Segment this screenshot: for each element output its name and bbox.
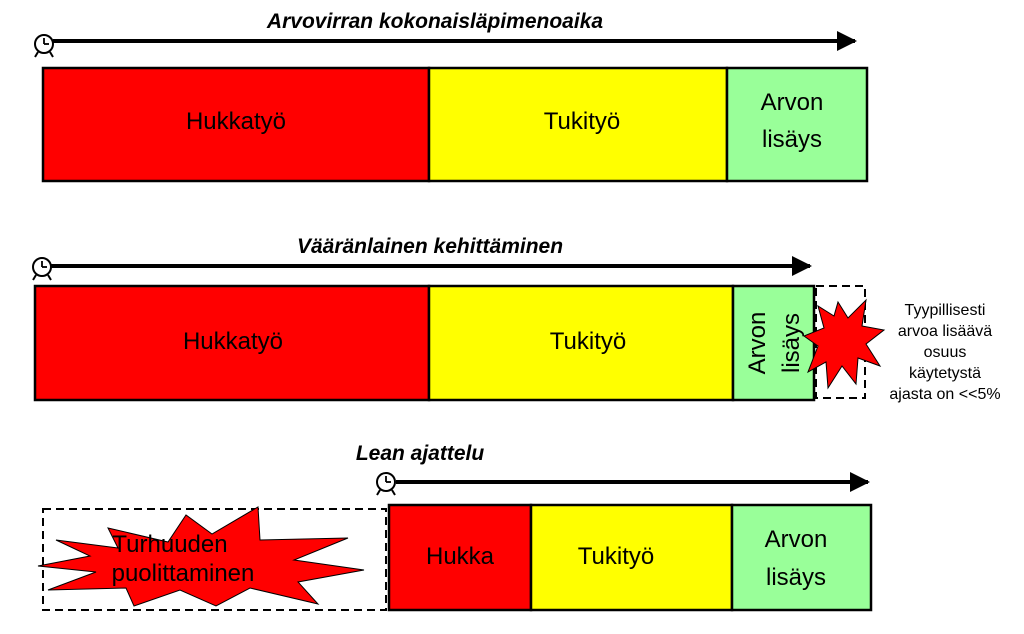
support-label: Tukityö bbox=[544, 108, 620, 135]
removed-waste-label-line-2: puolittaminen bbox=[112, 560, 255, 587]
note-line: käytetystä bbox=[909, 365, 981, 382]
row-total-lead-time: Arvovirran kokonaisläpimenoaika Hukkatyö… bbox=[34, 10, 869, 183]
row-lean-thinking: Lean ajattelu Turhuuden puolittaminen Hu… bbox=[37, 442, 873, 612]
support-label: Tukityö bbox=[550, 328, 626, 355]
row-title: Arvovirran kokonaisläpimenoaika bbox=[266, 10, 603, 33]
note-line: ajasta on <<5% bbox=[889, 386, 1000, 403]
explosion-burst-icon bbox=[37, 506, 365, 607]
clock-icon bbox=[34, 34, 54, 58]
waste-segment bbox=[41, 66, 431, 183]
value-segment bbox=[730, 503, 873, 612]
waste-segment bbox=[33, 284, 431, 402]
waste-label: Hukka bbox=[426, 543, 495, 570]
waste-label: Hukkatyö bbox=[183, 328, 283, 355]
value-label-line-2: lisäys bbox=[762, 126, 822, 153]
note-line: arvoa lisäävä bbox=[898, 323, 992, 340]
clock-icon bbox=[376, 472, 396, 496]
removed-waste-label-line-1: Turhuuden bbox=[112, 531, 227, 558]
value-segment bbox=[731, 284, 816, 402]
value-segment bbox=[725, 66, 869, 183]
row-title: Lean ajattelu bbox=[356, 442, 485, 465]
value-label-line-1: Arvon bbox=[765, 526, 828, 553]
support-label: Tukityö bbox=[578, 543, 654, 570]
note-line: Tyypillisesti bbox=[905, 302, 986, 319]
value-label-line-1: Arvon bbox=[744, 312, 771, 375]
row-wrong-development: Vääränlainen kehittäminen Hukkatyö Tukit… bbox=[32, 235, 1001, 403]
value-label-line-2: lisäys bbox=[778, 313, 805, 373]
percentage-note: Tyypillisesti arvoa lisäävä osuus käytet… bbox=[889, 302, 1000, 403]
waste-label: Hukkatyö bbox=[186, 108, 286, 135]
note-line: osuus bbox=[924, 344, 967, 361]
clock-icon bbox=[32, 257, 52, 281]
row-title: Vääränlainen kehittäminen bbox=[297, 235, 563, 258]
explosion-burst-icon bbox=[802, 298, 886, 390]
removed-waste-dashed-box bbox=[42, 508, 387, 611]
value-label-line-2: lisäys bbox=[766, 564, 826, 591]
support-segment bbox=[427, 284, 735, 402]
value-label-line-1: Arvon bbox=[761, 89, 824, 116]
waste-segment bbox=[387, 503, 533, 612]
